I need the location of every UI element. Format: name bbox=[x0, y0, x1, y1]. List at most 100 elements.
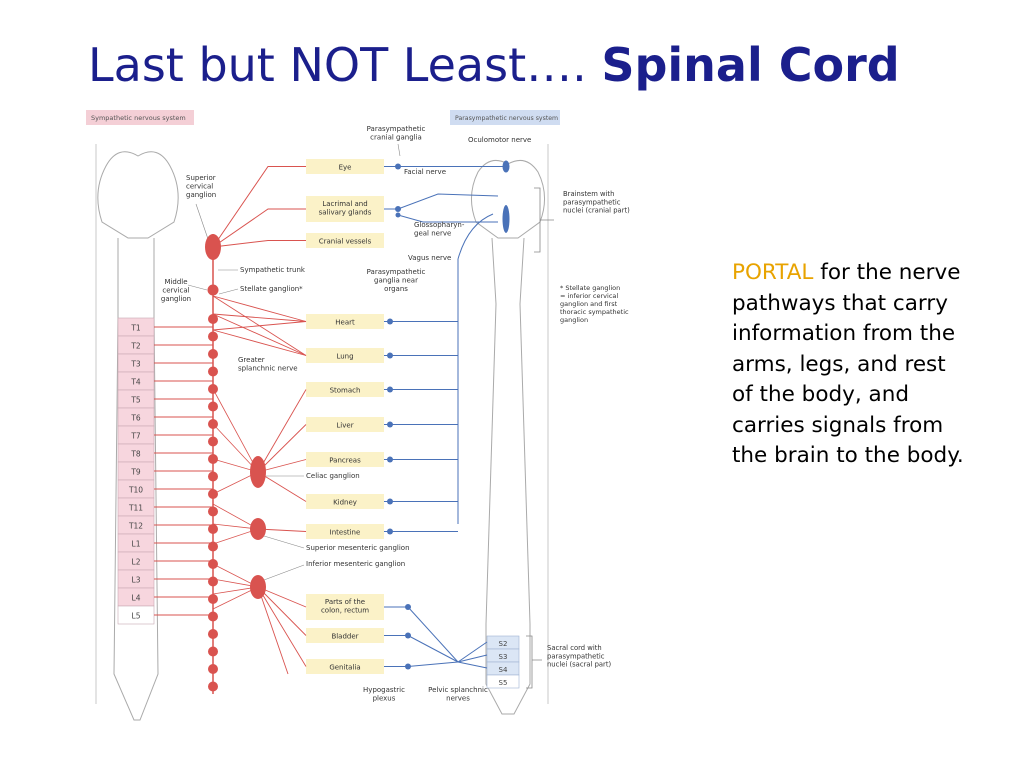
sacral-root-0 bbox=[457, 641, 488, 663]
organ-box-0 bbox=[306, 159, 384, 174]
label-stellate-ganglion: Stellate ganglion* bbox=[240, 285, 303, 293]
chain-ganglion bbox=[208, 524, 218, 534]
pointer-inf-mes bbox=[263, 564, 305, 581]
para-pelvic-ganglion-11 bbox=[405, 632, 411, 639]
label-superior-mesenteric: Superior mesenteric ganglion bbox=[306, 544, 410, 552]
parasympathetic-header-box bbox=[450, 110, 560, 125]
vertebra-label-T7: T7 bbox=[130, 432, 141, 441]
chain-ganglion bbox=[208, 681, 218, 692]
vertebra-label-L5: L5 bbox=[132, 612, 141, 621]
para-ganglion-4 bbox=[387, 352, 393, 359]
title-bold: Spinal Cord bbox=[601, 38, 900, 92]
chain-ganglion bbox=[208, 366, 218, 377]
spinal-cord-outline-left bbox=[113, 238, 159, 721]
portal-word: PORTAL bbox=[732, 260, 814, 285]
pelvic-splanchnic-11 bbox=[407, 635, 459, 663]
organ-label-6: Liver bbox=[336, 422, 353, 430]
organ-box-9 bbox=[306, 524, 384, 539]
vertebra-label-L3: L3 bbox=[132, 576, 141, 585]
symp-branch-chest-3 bbox=[212, 295, 307, 322]
organ-box-2 bbox=[306, 233, 384, 248]
brainstem-bracket bbox=[534, 187, 554, 253]
organ-label-7: Pancreas bbox=[329, 457, 361, 465]
pointer-superior-cervical bbox=[195, 203, 209, 240]
organ-box-10 bbox=[306, 594, 384, 620]
chain-ganglion bbox=[208, 506, 218, 517]
organ-box-8 bbox=[306, 494, 384, 509]
superior-cervical-ganglion bbox=[205, 234, 221, 260]
vertebra-label-T3: T3 bbox=[130, 360, 141, 369]
chain-ganglion bbox=[208, 611, 218, 622]
facial-nerve-line bbox=[384, 193, 499, 210]
vertebra-label-T2: T2 bbox=[130, 342, 141, 351]
organ-box-11 bbox=[306, 628, 384, 643]
symp-branch-chest-4 bbox=[212, 313, 307, 356]
vagus-origin bbox=[457, 213, 494, 260]
pointer-sup-mes bbox=[263, 535, 305, 549]
para-pelvic-ganglion-12 bbox=[405, 663, 411, 670]
organ-box-6 bbox=[306, 417, 384, 432]
symp-branch-pelvis-10 bbox=[257, 586, 307, 608]
label-facial-nerve: Facial nerve bbox=[404, 168, 446, 176]
symp-branch-chest-3 bbox=[212, 313, 307, 322]
chain-ganglion bbox=[208, 594, 218, 604]
symp-branch-pelvis-11 bbox=[257, 586, 307, 636]
label-celiac-ganglion: Celiac ganglion bbox=[306, 472, 360, 480]
organ-box-7 bbox=[306, 452, 384, 467]
label-inferior-mesenteric: Inferior mesenteric ganglion bbox=[306, 560, 405, 568]
label-oculomotor-nerve: Oculomotor nerve bbox=[468, 136, 531, 144]
portal-description: PORTAL for the nerve pathways that carry… bbox=[732, 258, 972, 472]
vertebra-label-T10: T10 bbox=[128, 486, 143, 495]
sacral-root-1 bbox=[457, 654, 488, 663]
symp-branch-head-0 bbox=[212, 166, 306, 248]
chain-ganglion bbox=[208, 349, 218, 359]
symp-branch-chest-4 bbox=[212, 329, 307, 356]
vertebra-label-T5: T5 bbox=[130, 396, 141, 405]
pelvic-splanchnic-10 bbox=[407, 606, 459, 663]
chain-ganglion bbox=[208, 629, 218, 639]
chain-ganglion bbox=[208, 436, 218, 447]
chain-ganglion bbox=[208, 471, 218, 482]
para-ganglion-3 bbox=[387, 318, 393, 325]
sacral-segment-S5 bbox=[486, 674, 520, 689]
organ-label-2: Cranial vessels bbox=[319, 238, 372, 246]
chain-ganglion bbox=[208, 454, 218, 464]
organ-label-9: Intestine bbox=[330, 529, 361, 537]
organ-box-3 bbox=[306, 314, 384, 329]
parasympathetic-header: Parasympathetic nervous system bbox=[455, 115, 558, 122]
vertebra-label-T12: T12 bbox=[128, 522, 143, 531]
diagram-base-shapes bbox=[86, 110, 560, 721]
label-vagus-nerve: Vagus nerve bbox=[408, 254, 451, 262]
chain-ganglion bbox=[208, 489, 218, 499]
organ-box-12 bbox=[306, 659, 384, 674]
celiac-ganglion bbox=[250, 456, 266, 488]
organ-label-4: Lung bbox=[336, 353, 353, 361]
label-glossopharyngeal: Glossopharyn-geal nerve bbox=[414, 221, 465, 238]
chain-ganglion bbox=[208, 646, 218, 657]
symp-branch-abdomen-7 bbox=[257, 459, 307, 473]
chain-ganglion bbox=[208, 401, 218, 412]
middle-cervical-ganglion-node bbox=[207, 284, 219, 296]
sacral-root-2 bbox=[457, 661, 488, 669]
organ-label-11: Bladder bbox=[331, 633, 358, 641]
para-ganglion-8 bbox=[387, 498, 393, 505]
vertebra-label-T6: T6 bbox=[130, 414, 141, 423]
pointer-stellate bbox=[218, 288, 239, 295]
chain-ganglion bbox=[208, 576, 218, 587]
inferior-mesenteric-ganglion bbox=[250, 575, 266, 599]
vertebra-label-T11: T11 bbox=[128, 504, 143, 513]
symp-branch-pelvis-12 bbox=[257, 586, 307, 667]
chain-ganglion bbox=[208, 419, 218, 429]
brainstem-nuclei bbox=[502, 205, 510, 233]
vertebra-label-L2: L2 bbox=[132, 558, 141, 567]
